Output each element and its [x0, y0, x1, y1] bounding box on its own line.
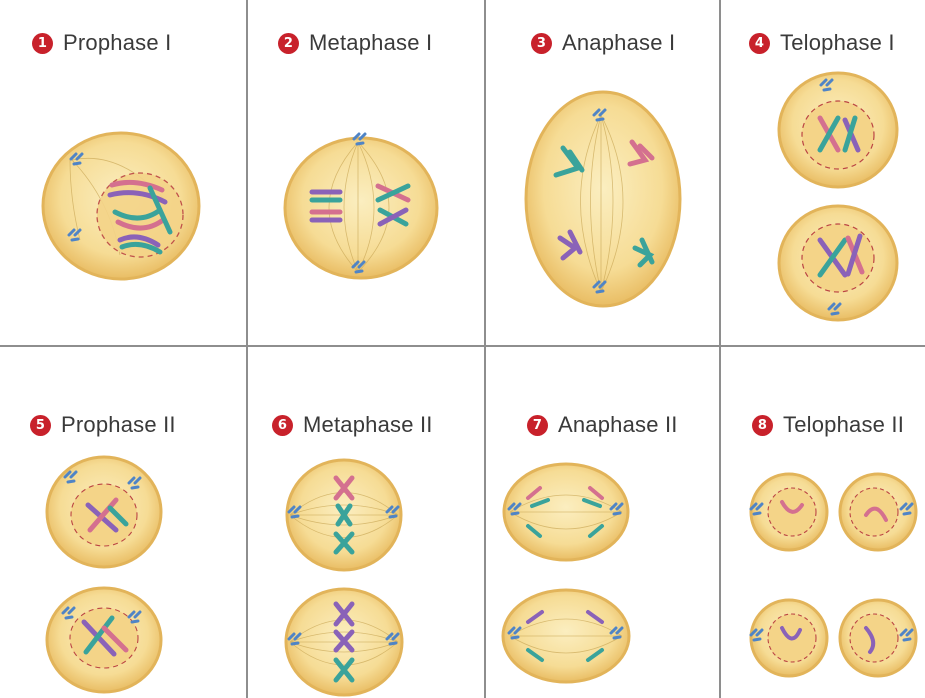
- cell-anaphase-ii-bottom: [503, 590, 629, 682]
- cell-prophase-ii-top: [47, 457, 161, 567]
- cell-telophase-ii-1: [751, 474, 827, 550]
- cell-anaphase-ii-top: [504, 464, 628, 560]
- cell-anaphase-i: [526, 92, 680, 306]
- cell-prophase-ii-bottom: [47, 588, 161, 692]
- cell-metaphase-ii-bottom: [286, 589, 402, 695]
- cell-metaphase-ii-top: [287, 460, 401, 570]
- cell-telophase-i-bottom: [779, 206, 897, 320]
- cell-telophase-ii-4: [840, 600, 916, 676]
- cell-telophase-i-top: [779, 73, 897, 187]
- cell-telophase-ii-3: [751, 600, 827, 676]
- cell-prophase-i: [43, 133, 199, 279]
- cell-metaphase-i: [285, 134, 437, 278]
- cell-telophase-ii-2: [840, 474, 916, 550]
